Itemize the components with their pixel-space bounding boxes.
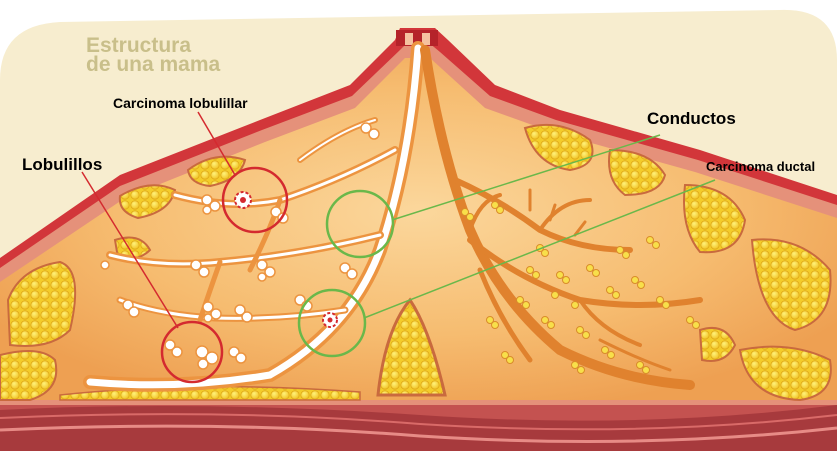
diagram-title-line-2: de una mama	[86, 54, 220, 75]
label-ducts: Conductos	[647, 110, 736, 127]
ductal-tumour	[323, 313, 337, 327]
label-lobular-carcinoma: Carcinoma lobulillar	[113, 96, 248, 110]
label-lobules: Lobulillos	[22, 156, 102, 173]
label-ductal-carcinoma: Carcinoma ductal	[706, 160, 815, 173]
lobular-tumour	[235, 192, 251, 208]
